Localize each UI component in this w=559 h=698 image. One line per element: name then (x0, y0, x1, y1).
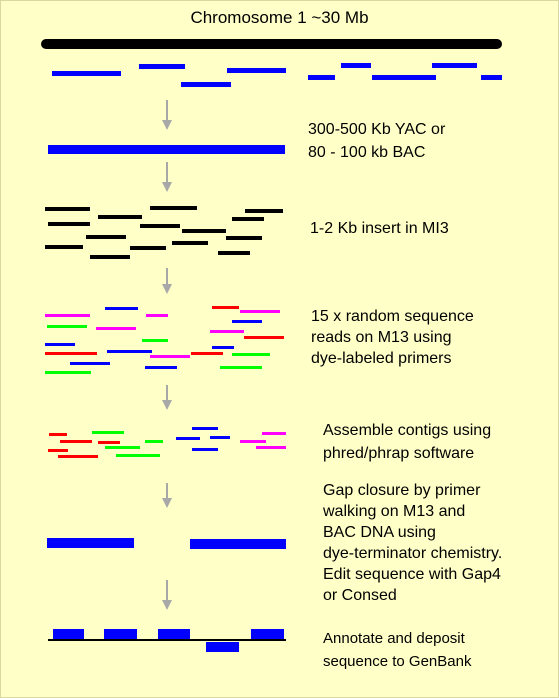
step-assemble-label: Assemble contigs using phred/phrap softw… (323, 422, 492, 462)
insert-segment (98, 215, 142, 219)
read-segment (220, 366, 262, 369)
read-segment (240, 310, 280, 313)
down-arrow-icon (162, 268, 172, 294)
clone-segment (481, 75, 502, 80)
clone-tiling-row (52, 63, 502, 87)
assembled-contigs (48, 427, 286, 458)
read-segment (244, 336, 284, 339)
step-gap-closure-label: Gap closure by primer walking on M13 and… (323, 482, 503, 604)
contig-read (240, 440, 266, 443)
contig-block (190, 539, 286, 549)
flow-arrows (162, 100, 172, 610)
feature-block (251, 629, 284, 639)
read-segment (47, 325, 87, 328)
clone-segment (308, 75, 335, 80)
contig-read (192, 448, 218, 451)
contig-read (256, 446, 286, 449)
step-yac-bac-label: 300-500 Kb YAC or 80 - 100 kb BAC (308, 121, 446, 161)
read-segment (105, 307, 138, 310)
read-segment (232, 353, 270, 356)
insert-segment (86, 235, 126, 239)
down-arrow-icon (162, 580, 172, 610)
insert-segment (48, 222, 90, 226)
insert-segment (150, 206, 197, 210)
insert-segment (130, 246, 166, 250)
insert-segment (45, 245, 83, 249)
clone-segment (227, 68, 286, 73)
down-arrow-icon (162, 100, 172, 130)
read-segment (191, 352, 223, 355)
insert-segment (182, 229, 226, 233)
read-segment (145, 366, 177, 369)
contig-read (48, 449, 68, 452)
down-arrow-icon (162, 162, 172, 192)
bac-clone (48, 145, 285, 154)
contig-read (105, 446, 140, 449)
chromosome-title: Chromosome 1 ~30 Mb (190, 8, 369, 27)
step-annotate-label: Annotate and deposit sequence to GenBank (323, 630, 472, 670)
contig-read (98, 441, 120, 444)
clone-segment (181, 82, 231, 87)
contig-read (192, 427, 218, 430)
down-arrow-icon (162, 385, 172, 410)
read-segment (210, 330, 244, 333)
read-segment (212, 346, 234, 349)
feature-block (206, 642, 239, 652)
clone-segment (139, 64, 185, 69)
contig-read (210, 436, 230, 439)
clone-segment (341, 63, 371, 68)
feature-block (104, 629, 137, 639)
read-segment (212, 306, 239, 309)
contig-read (145, 440, 163, 443)
read-segment (146, 314, 168, 317)
step-m13-insert-label: 1-2 Kb insert in MI3 (310, 220, 449, 237)
random-reads (45, 306, 284, 374)
contig-read (176, 437, 200, 440)
clone-segment (432, 63, 477, 68)
contig-read (60, 440, 92, 443)
feature-block (158, 629, 190, 639)
clone-segment (372, 75, 436, 80)
step-random-reads-label: 15 x random sequence reads on M13 using … (311, 308, 474, 367)
contig-read (49, 433, 67, 436)
insert-segment (90, 255, 130, 259)
read-segment (45, 352, 97, 355)
contig-read (58, 455, 98, 458)
read-segment (96, 327, 136, 330)
contig-read (262, 432, 286, 435)
read-segment (45, 343, 75, 346)
read-segment (150, 355, 190, 358)
insert-segment (172, 241, 208, 245)
m13-inserts (45, 206, 283, 259)
read-segment (45, 314, 90, 317)
insert-segment (45, 207, 90, 211)
gap-closure-contigs (47, 538, 286, 549)
insert-segment (245, 209, 283, 213)
feature-block (53, 629, 84, 639)
read-segment (107, 350, 152, 353)
insert-segment (140, 224, 180, 228)
clone-segment (52, 71, 121, 76)
read-segment (70, 362, 110, 365)
read-segment (232, 320, 262, 323)
insert-segment (226, 236, 262, 240)
down-arrow-icon (162, 483, 172, 508)
read-segment (45, 371, 91, 374)
read-segment (142, 339, 168, 342)
contig-read (116, 454, 160, 457)
insert-segment (232, 217, 264, 221)
insert-segment (218, 251, 250, 255)
contig-read (92, 431, 124, 434)
contig-block (47, 538, 134, 548)
annotated-sequence (48, 629, 286, 652)
